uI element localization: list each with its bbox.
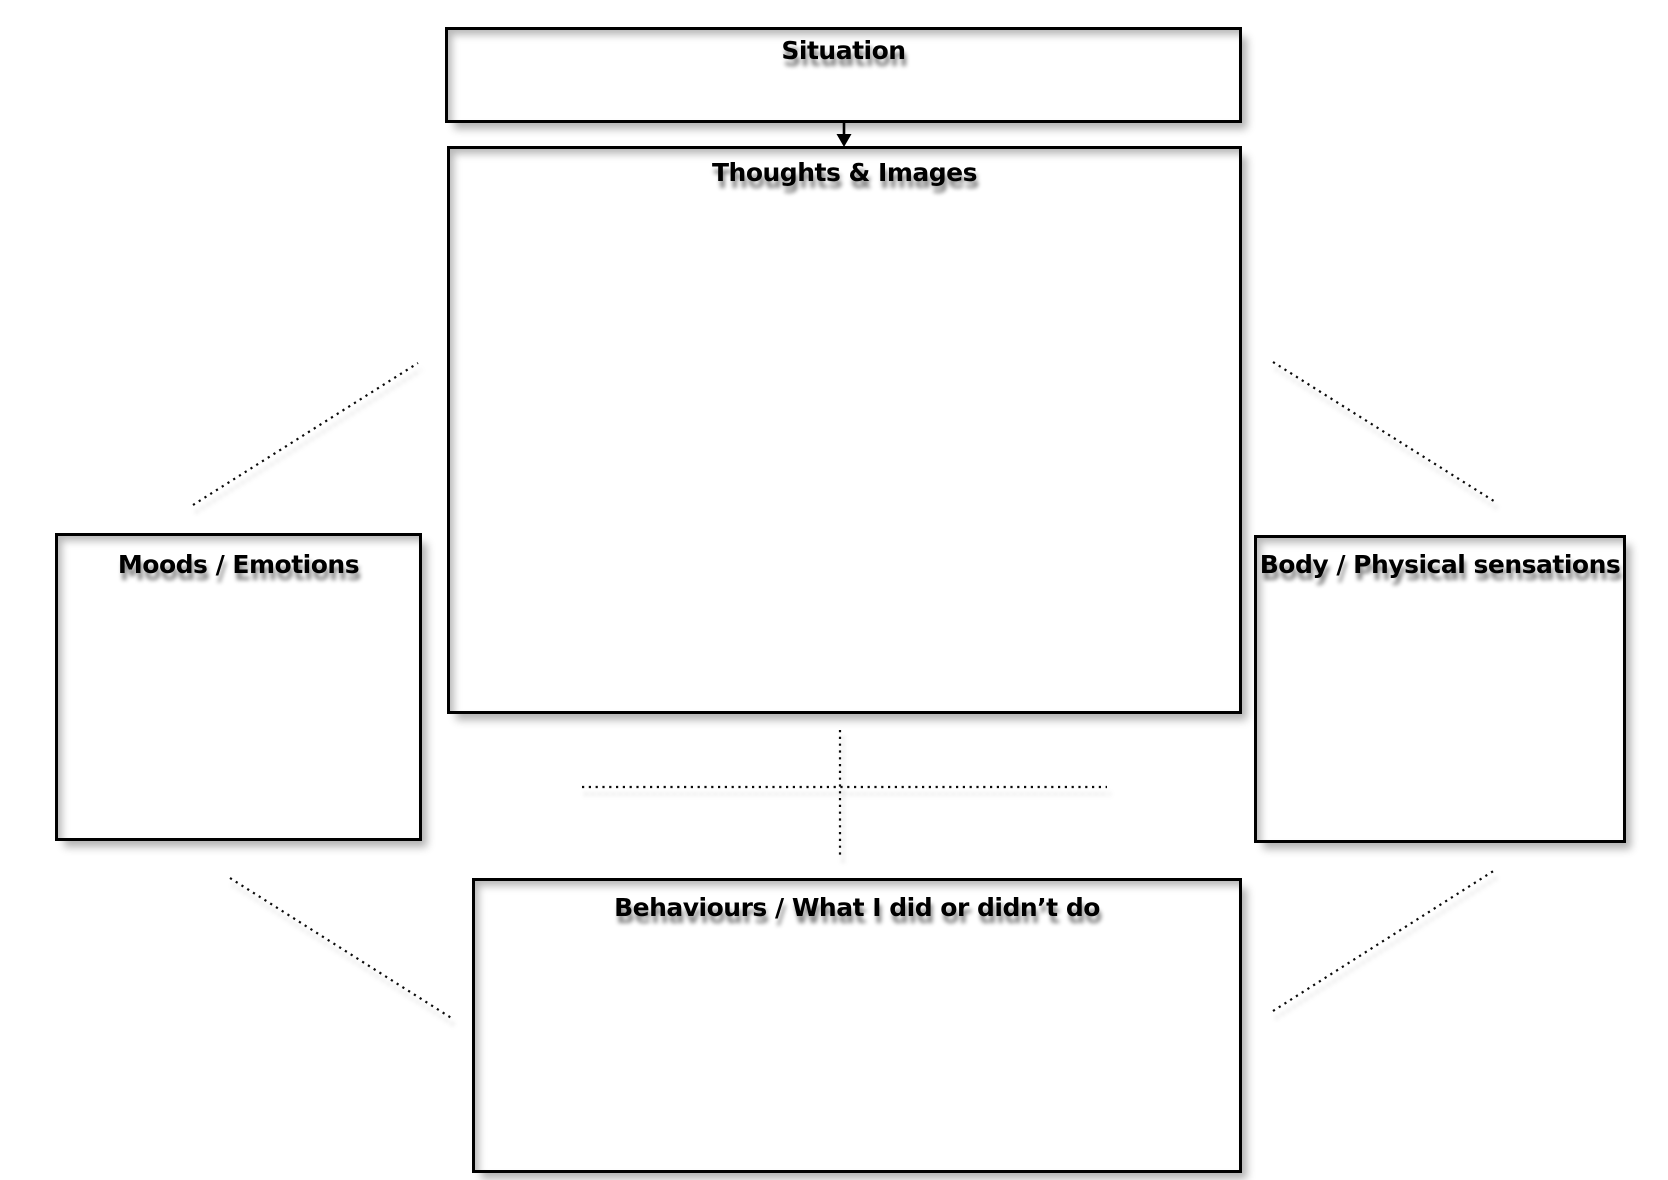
situation-label: Situation [781,36,906,65]
body-sensations-box: Body / Physical sensations [1254,535,1626,843]
thoughts-label: Thoughts & Images [711,158,978,187]
behaviours-label: Behaviours / What I did or didn’t do [614,893,1100,922]
moods-box: Moods / Emotions [55,533,422,841]
situation-write-in-area [454,74,1233,114]
situation-box: Situation [445,27,1242,123]
connector-moods-behaviours [229,877,454,1020]
connector-body-behaviours [1272,869,1496,1012]
behaviours-box: Behaviours / What I did or didn’t do [472,878,1242,1173]
thoughts-write-in-area [456,193,1233,705]
connector-thoughts-body [1272,361,1498,504]
moods-label: Moods / Emotions [117,550,360,579]
connector-thoughts-moods [192,362,419,506]
body-sensations-label: Body / Physical sensations [1259,550,1621,579]
behaviours-write-in-area [481,925,1233,1164]
situation-to-thoughts-arrow [836,121,852,147]
thoughts-box: Thoughts & Images [447,146,1242,714]
moods-write-in-area [64,580,413,832]
body-sensations-write-in-area [1263,582,1617,834]
